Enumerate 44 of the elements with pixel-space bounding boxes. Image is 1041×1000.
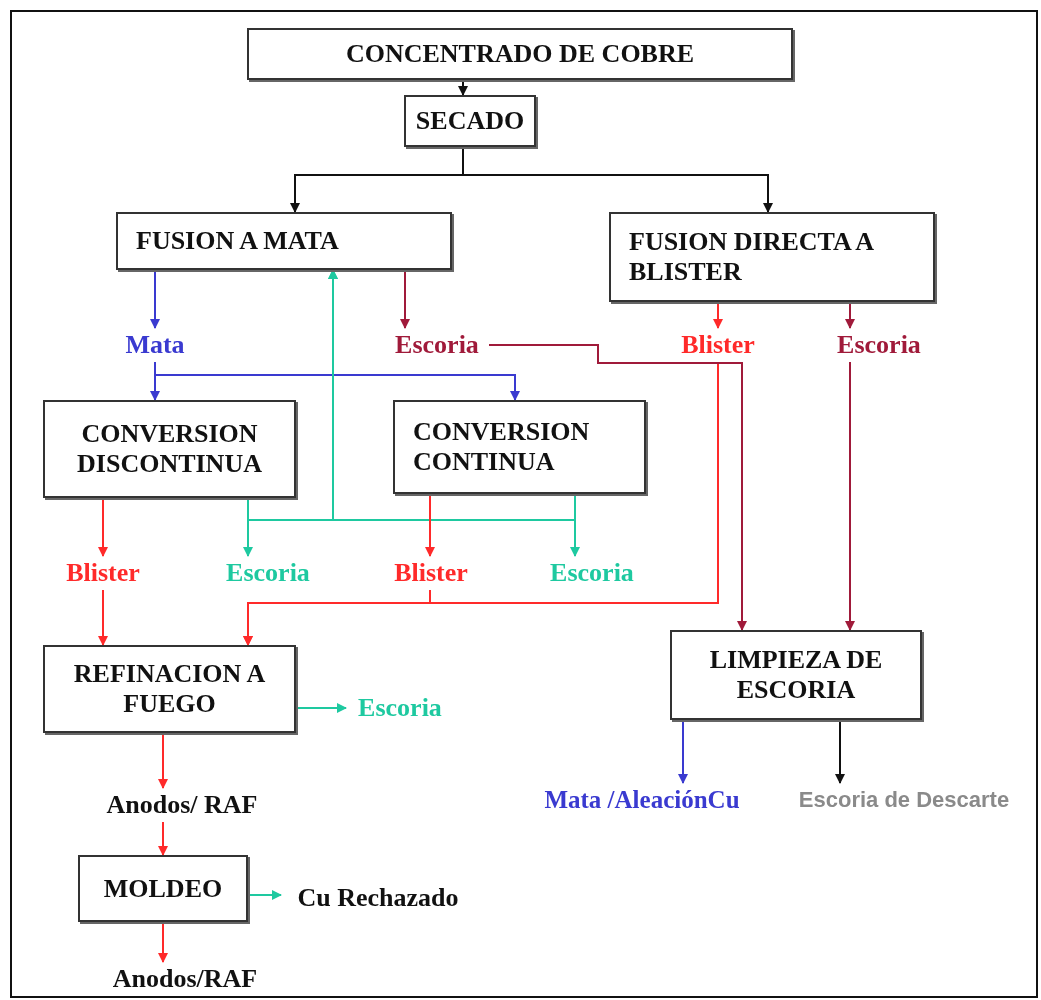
- stream-label: Blister: [54, 556, 152, 590]
- process-box: FUSION DIRECTA A BLISTER: [609, 212, 935, 302]
- arrow: [154, 361, 520, 401]
- arrow: [678, 719, 688, 784]
- stream-label: Cu Rechazado: [281, 881, 475, 915]
- process-box: FUSION A MATA: [116, 212, 452, 270]
- arrow: [845, 361, 855, 631]
- process-box: CONVERSION CONTINUA: [393, 400, 646, 494]
- process-box: REFINACION A FUEGO: [43, 645, 296, 733]
- arrow: [158, 921, 168, 963]
- arrow: [458, 79, 468, 96]
- stream-label: Escoria: [385, 328, 489, 362]
- stream-label: Escoria: [538, 556, 646, 590]
- arrow: [845, 301, 855, 329]
- stream-label: Mata: [116, 328, 194, 362]
- process-box: CONCENTRADO DE COBRE: [247, 28, 793, 80]
- stream-label: Blister: [671, 328, 765, 362]
- stream-label: Anodos/ RAF: [90, 788, 274, 822]
- process-box: LIMPIEZA DE ESCORIA: [670, 630, 922, 720]
- arrow: [98, 589, 108, 646]
- arrow: [400, 269, 410, 329]
- stream-label: Escoria: [214, 556, 322, 590]
- stream-label: Blister: [382, 556, 480, 590]
- arrow: [425, 493, 435, 557]
- arrow: [247, 890, 282, 900]
- arrow: [488, 344, 747, 631]
- stream-label: Anodos/RAF: [94, 962, 276, 996]
- process-box: CONVERSION DISCONTINUA: [43, 400, 296, 498]
- arrow: [328, 269, 576, 521]
- stream-label: Escoria: [346, 691, 454, 725]
- arrow: [462, 146, 773, 213]
- arrow: [295, 703, 347, 713]
- arrow: [243, 361, 719, 646]
- arrow: [158, 732, 168, 789]
- stream-label: Escoria: [826, 328, 932, 362]
- stream-label: Escoria de Descarte: [773, 783, 1035, 817]
- arrow: [835, 719, 845, 784]
- process-box: SECADO: [404, 95, 536, 147]
- arrow: [98, 497, 108, 557]
- arrow: [713, 301, 723, 329]
- arrow: [150, 269, 160, 329]
- arrow: [158, 821, 168, 856]
- process-box: MOLDEO: [78, 855, 248, 922]
- stream-label: Mata /AleaciónCu: [513, 783, 771, 817]
